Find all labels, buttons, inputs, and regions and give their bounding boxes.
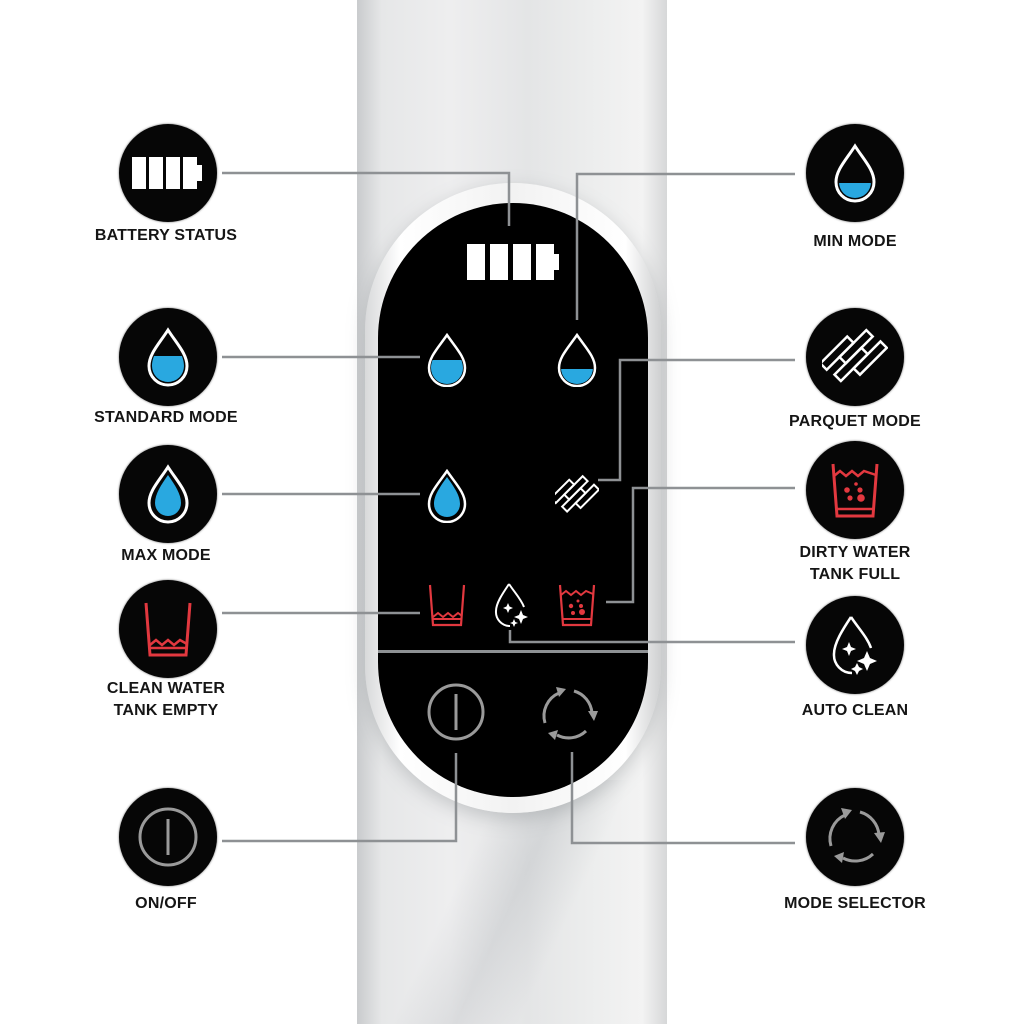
min-mode-label: MIN MODE (813, 233, 897, 250)
max-mode-badge (119, 445, 217, 543)
water-drop-half-icon (147, 327, 189, 387)
panel-min-mode-icon[interactable] (556, 332, 598, 388)
panel-parquet-icon[interactable] (554, 470, 600, 522)
dirty-water-tank-full-icon (831, 463, 879, 518)
water-drop-full-icon (147, 464, 189, 524)
panel-battery-icon (462, 240, 562, 284)
parquet-mode-label: PARQUET MODE (789, 413, 921, 430)
mode-cycle-icon (828, 808, 885, 863)
control-panel-display (378, 203, 648, 797)
panel-dirty-water-tank-icon (554, 582, 600, 628)
dirty-water-tank-badge (806, 441, 904, 539)
on-off-badge (119, 788, 217, 886)
panel-standard-mode-icon[interactable] (426, 332, 468, 388)
auto-clean-label: AUTO CLEAN (801, 702, 909, 719)
dirty-water-tank-label: DIRTY WATER TANK FULL (799, 544, 911, 583)
standard-mode-badge (119, 308, 217, 406)
clean-water-tank-label: CLEAN WATER TANK EMPTY (106, 680, 226, 719)
parquet-icon (822, 328, 888, 383)
panel-max-mode-icon[interactable] (426, 468, 468, 524)
max-mode-label: MAX MODE (121, 547, 211, 564)
handle-shadow (357, 780, 667, 1024)
mode-selector-badge (806, 788, 904, 886)
panel-clean-water-tank-icon (424, 582, 470, 628)
min-mode-badge (806, 124, 904, 222)
standard-mode-label: STANDARD MODE (94, 409, 238, 426)
parquet-mode-badge (806, 308, 904, 406)
panel-divider (378, 650, 648, 653)
water-drop-low-icon (834, 143, 876, 203)
battery-status-badge (119, 124, 217, 222)
mode-selector-label: MODE SELECTOR (784, 895, 926, 912)
panel-mode-selector-button[interactable] (536, 682, 602, 748)
power-icon (138, 807, 198, 867)
battery-status-label: BATTERY STATUS (94, 227, 238, 244)
clean-water-tank-empty-icon (144, 602, 192, 657)
battery-full-icon (132, 157, 202, 189)
auto-clean-icon (832, 616, 877, 675)
panel-power-button[interactable] (424, 680, 488, 744)
clean-water-tank-badge (119, 580, 217, 678)
auto-clean-badge (806, 596, 904, 694)
on-off-label: ON/OFF (135, 895, 197, 912)
panel-auto-clean-icon[interactable] (490, 580, 534, 630)
